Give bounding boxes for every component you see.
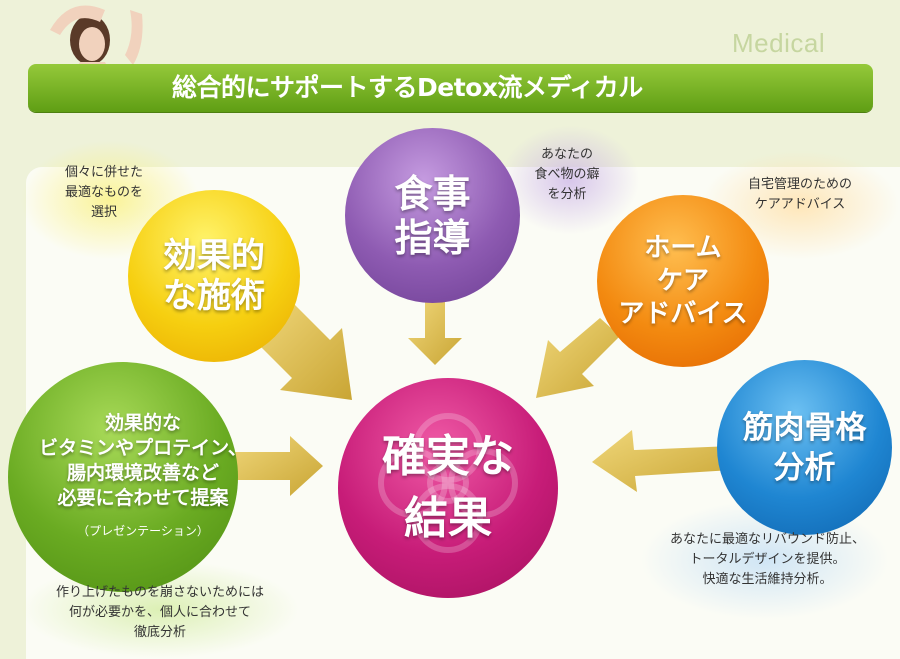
note-glow-purple	[500, 125, 640, 235]
supplement-line3: 腸内環境改善など	[66, 461, 219, 484]
diet-line2: 指導	[394, 215, 471, 260]
note-muscle: あなたに最適なリバウンド防止、 トータルデザインを提供。 快適な生活維持分析。	[655, 530, 880, 590]
note-homecare-2: ケアアドバイス	[754, 197, 846, 212]
homecare-line3: アドバイス	[618, 298, 748, 329]
note-muscle-1: あなたに最適なリバウンド防止、	[669, 532, 865, 547]
supplement-sub: （プレゼンテーション）	[77, 523, 209, 538]
medical-watermark: Medical	[732, 28, 826, 58]
result-line1: 確実な	[382, 431, 514, 482]
circle-result: 確実な 結果	[338, 378, 558, 598]
note-diet: あなたの 食べ物の癖 を分析	[517, 145, 617, 205]
note-homecare-1: 自宅管理のための	[747, 177, 852, 192]
note-supplement-3: 徹底分析	[133, 625, 186, 640]
circle-treatment: 効果的 な施術	[128, 190, 300, 362]
page-title: 総合的にサポートするDetox流メディカル	[172, 73, 643, 102]
homecare-line2: ケア	[656, 265, 709, 296]
note-diet-2: 食べ物の癖	[534, 167, 600, 182]
note-treatment-1: 個々に併せた	[64, 165, 143, 180]
muscle-line2: 分析	[773, 449, 836, 486]
supplement-line2: ビタミンやプロテイン、	[39, 436, 247, 459]
circle-homecare: ホーム ケア アドバイス	[597, 195, 769, 367]
note-supplement: 作り上げたものを崩さないためには 何が必要かを、個人に合わせて 徹底分析	[35, 583, 285, 643]
note-treatment: 個々に併せた 最適なものを 選択	[52, 163, 156, 223]
arrow-from-homecare	[536, 318, 620, 398]
circle-supplement: 効果的な ビタミンやプロテイン、 腸内環境改善など 必要に合わせて提案 （プレゼ…	[8, 362, 247, 592]
treatment-line1: 効果的	[163, 236, 265, 276]
note-diet-3: を分析	[547, 187, 587, 202]
circle-muscle: 筋肉骨格 分析	[717, 360, 892, 535]
supplement-line4: 必要に合わせて提案	[57, 486, 229, 509]
note-muscle-3: 快適な生活維持分析。	[702, 572, 833, 587]
note-muscle-2: トータルデザインを提供。	[689, 552, 846, 567]
supplement-line1: 効果的な	[104, 411, 181, 434]
diet-line1: 食事	[394, 171, 471, 216]
treatment-line2: な施術	[163, 276, 265, 316]
arrow-from-diet	[408, 300, 462, 365]
note-supplement-2: 何が必要かを、個人に合わせて	[68, 605, 251, 620]
circle-diet: 食事 指導	[345, 128, 520, 303]
arrow-from-muscle	[592, 430, 732, 492]
title-bar: 総合的にサポートするDetox流メディカル	[28, 64, 873, 112]
note-diet-1: あなたの	[540, 147, 593, 162]
result-line2: 結果	[404, 493, 492, 544]
arrow-from-supplement	[230, 436, 323, 496]
note-treatment-3: 選択	[90, 205, 117, 220]
homecare-line1: ホーム	[644, 232, 722, 263]
muscle-line1: 筋肉骨格	[742, 409, 867, 446]
note-homecare: 自宅管理のための ケアアドバイス	[730, 175, 870, 215]
note-treatment-2: 最適なものを	[64, 185, 143, 200]
flower-icon	[378, 413, 518, 553]
note-supplement-1: 作り上げたものを崩さないためには	[55, 585, 264, 600]
